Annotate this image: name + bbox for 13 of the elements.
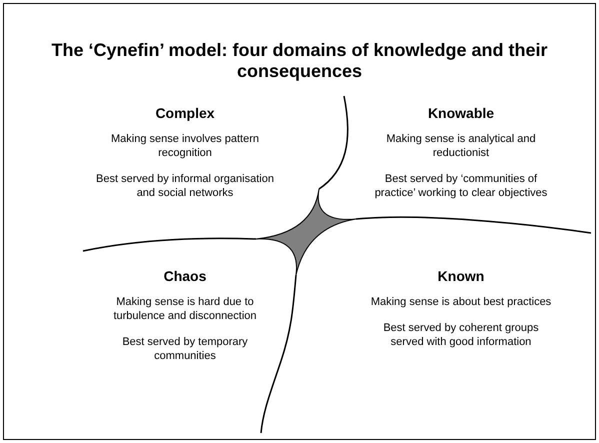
domain-description: Best served by coherent groups served with good information (382, 321, 540, 349)
domain-description: Making sense is hard due to turbulence and disconnection (112, 295, 258, 323)
domain-heading: Chaos (162, 269, 208, 283)
domain-description: Best served by informal organisation and social networks (95, 172, 275, 200)
domain-heading: Knowable (426, 106, 496, 120)
domain-description: Making sense is about best practices (370, 295, 552, 309)
domain-description: Making sense is analytical and reductionist (385, 132, 537, 160)
title: The ‘Cynefin’ model: four domains of knowledge and their consequences (50, 40, 549, 82)
domain-description: Making sense involves pattern recognition (110, 132, 260, 160)
domain-description: Best served by ‘communities of practice’ working to clear objectives (374, 172, 548, 200)
domain-heading: Known (436, 269, 486, 283)
domain-heading: Complex (154, 106, 216, 120)
domain-description: Best served by temporary communities (121, 335, 249, 363)
